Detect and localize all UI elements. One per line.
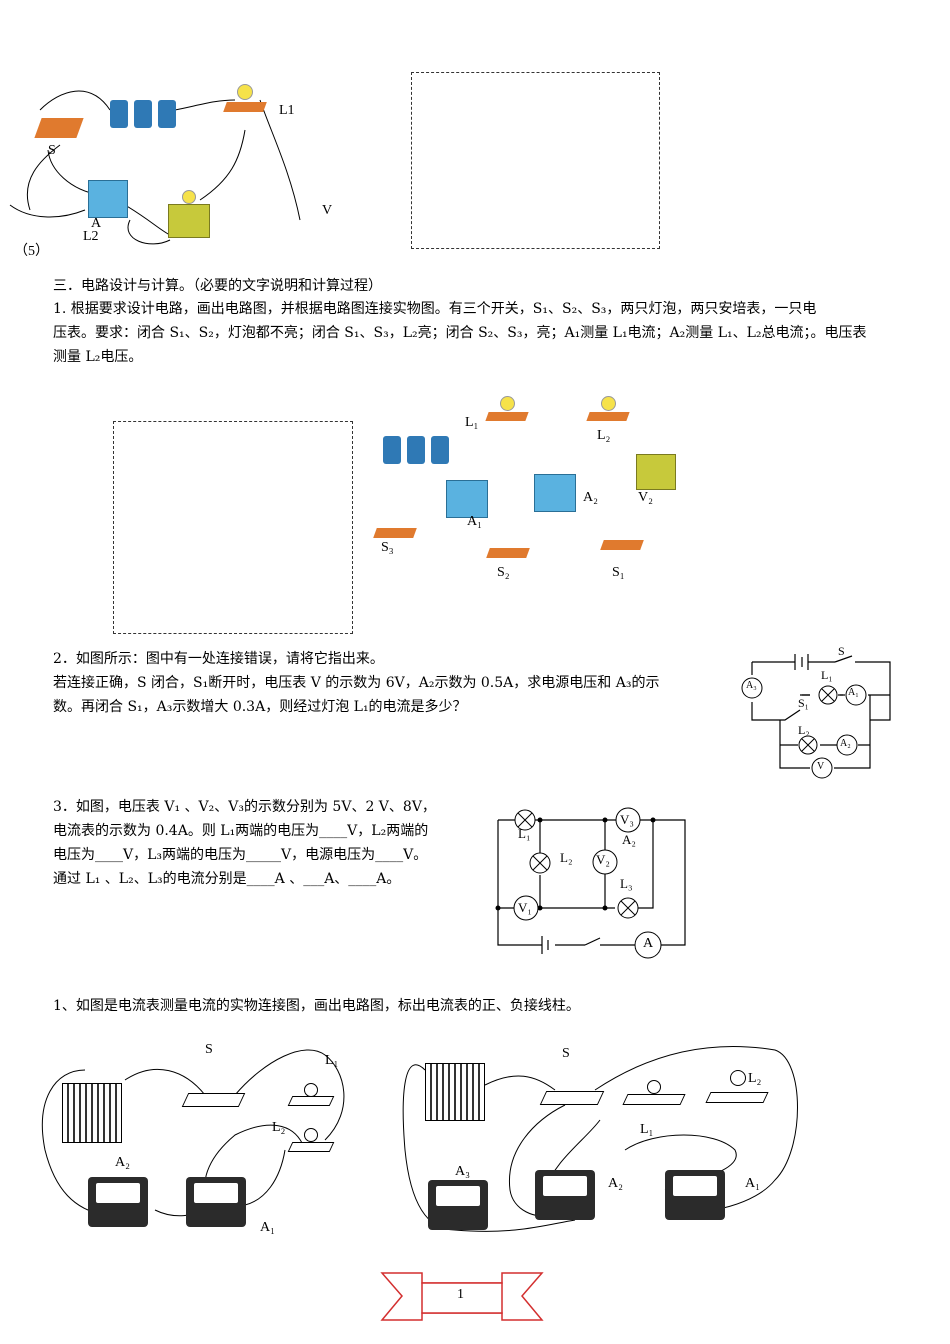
q1-line1: 1. 根据要求设计电路，画出电路图，并根据电路图连接实物图。有三个开关，S₁、S… xyxy=(53,301,817,317)
answer-box-q1 xyxy=(113,421,353,634)
top-label-L1: L1 xyxy=(279,103,295,118)
page-number: 1 xyxy=(457,1287,464,1302)
q4-left-ammeter-A1 xyxy=(186,1177,246,1227)
q1-line2: 压表。要求：闭合 S₁、S₂，灯泡都不亮；闭合 S₁、S₃，L₂亮；闭合 S₂、… xyxy=(53,325,867,341)
q4-right-label-A2: A₂ xyxy=(608,1176,623,1191)
q4-left-label-L2: L₂ xyxy=(272,1120,286,1135)
q2-line1: 2．如图所示：图中有一处连接错误，请将它指出来。 xyxy=(53,651,384,667)
q4-left-battery xyxy=(62,1083,122,1143)
voltmeter-V2-part xyxy=(636,454,676,490)
top-circuit-wires xyxy=(9,90,301,245)
q4-left-ammeter-A2 xyxy=(88,1177,148,1227)
q2-line3: 数。再闭合 S₁，A₃示数增大 0.3A，则经过灯泡 L₁的电流是多少？ xyxy=(53,699,467,715)
ammeter-A1-part xyxy=(446,480,488,518)
q4-right-label-S: S xyxy=(562,1046,570,1061)
q2-label-A3: A₃ xyxy=(746,680,757,691)
q4-left-switch xyxy=(181,1093,246,1107)
q2-label-S: S xyxy=(838,644,845,658)
q4-left-label-A2: A₂ xyxy=(115,1155,130,1170)
switch-S1-part xyxy=(600,540,644,550)
q4-left-bulb-L1 xyxy=(287,1083,335,1106)
part-label-S1: S₁ xyxy=(612,565,625,580)
q1-line3: 测量 L₂电压。 xyxy=(53,349,143,365)
ammeter-A-top xyxy=(88,180,128,218)
q4-right-ammeter-A1 xyxy=(665,1170,725,1220)
bulb-L1-top xyxy=(223,84,267,114)
page-number-banner xyxy=(380,1272,544,1321)
section3-heading: 三．电路设计与计算。（必要的文字说明和计算过程） xyxy=(53,278,382,294)
ammeter-A2-part xyxy=(534,474,576,512)
part-label-A2: A₂ xyxy=(583,490,598,505)
answer-box-top xyxy=(411,72,660,249)
q3-label-V3: V₃ xyxy=(620,812,634,827)
q4-line: 1、如图是电流表测量电流的实物连接图，画出电路图，标出电流表的正、负接线柱。 xyxy=(53,998,580,1014)
q2-label-L2: L₂ xyxy=(798,723,810,737)
q4-left-circuit-wires xyxy=(41,1049,345,1217)
switch-S-top xyxy=(34,118,84,138)
q3-label-V1: V₁ xyxy=(518,900,532,915)
q3-label-L2: L₂ xyxy=(560,850,573,865)
q4-right-bulb-L1 xyxy=(622,1080,686,1105)
q2-label-A2: A₂ xyxy=(840,738,851,749)
q4-left-bulb-L2 xyxy=(287,1128,335,1152)
q2-label-S1: S₁ xyxy=(798,696,809,710)
bulb-L1-part xyxy=(485,396,529,424)
q4-right-label-A3: A₃ xyxy=(455,1164,470,1179)
part-label-V2: V₂ xyxy=(638,490,653,505)
q4-left-label-S: S xyxy=(205,1042,213,1057)
q4-right-ammeter-A3 xyxy=(428,1180,488,1230)
q3-label-L3: L₃ xyxy=(620,876,633,891)
question-number-5: （5） xyxy=(14,244,49,259)
q4-right-bulb-L2 xyxy=(705,1070,769,1105)
q4-right-circuit-wires xyxy=(402,1045,798,1232)
q4-left-label-L1: L₁ xyxy=(325,1053,339,1068)
q3-line3: 电压为____V，L₃两端的电压为_____V，电源电压为____V。 xyxy=(53,847,428,863)
switch-S3-part xyxy=(373,528,417,538)
battery-pack-q1 xyxy=(383,436,455,464)
q4-right-label-A1: A₁ xyxy=(745,1176,760,1191)
q4-right-switch xyxy=(539,1091,605,1105)
voltmeter-top xyxy=(168,190,210,238)
q2-label-L1: L₁ xyxy=(821,668,833,682)
q4-right-ammeter-A2 xyxy=(535,1170,595,1220)
top-label-A: A xyxy=(91,216,102,231)
q4-right-label-L2: L₂ xyxy=(748,1071,762,1086)
part-label-S3: S₃ xyxy=(381,540,394,555)
top-label-L2: L2 xyxy=(83,229,99,244)
q2-label-V: V xyxy=(817,761,825,772)
q3-label-L1: L₁ xyxy=(518,826,531,841)
q3-label-V2: V₂ xyxy=(596,852,610,867)
q2-circuit-diagram xyxy=(741,654,891,779)
part-label-L1: L₁ xyxy=(465,415,479,430)
q3-circuit-diagram xyxy=(495,807,686,959)
part-label-L2: L₂ xyxy=(597,428,611,443)
q3-line1: 3．如图，电压表 V₁ 、V₂、V₃的示数分别为 5V、2 V、8V， xyxy=(53,799,436,815)
q3-label-A: A xyxy=(643,936,654,951)
top-label-S: S xyxy=(48,143,56,158)
q2-label-A1: A₁ xyxy=(848,687,859,698)
q2-line2: 若连接正确，S 闭合，S₁断开时，电压表 V 的示数为 6V，A₂示数为 0.5… xyxy=(53,675,660,691)
part-label-S2: S₂ xyxy=(497,565,510,580)
q4-right-battery xyxy=(425,1063,485,1121)
top-label-V: V xyxy=(322,203,333,218)
q4-right-label-L1: L₁ xyxy=(640,1122,654,1137)
switch-S2-part xyxy=(486,548,530,558)
battery-pack-top xyxy=(110,100,180,128)
q4-left-label-A1: A₁ xyxy=(260,1220,275,1235)
part-label-A1: A₁ xyxy=(467,514,482,529)
bulb-L2-part xyxy=(586,396,630,424)
q3-label-A2: A₂ xyxy=(622,832,636,847)
q3-line2: 电流表的示数为 0.4A。则 L₁两端的电压为____V，L₂两端的 xyxy=(53,823,429,839)
q3-line4: 通过 L₁ 、L₂、L₃的电流分别是____A 、___A、____A。 xyxy=(53,871,401,887)
